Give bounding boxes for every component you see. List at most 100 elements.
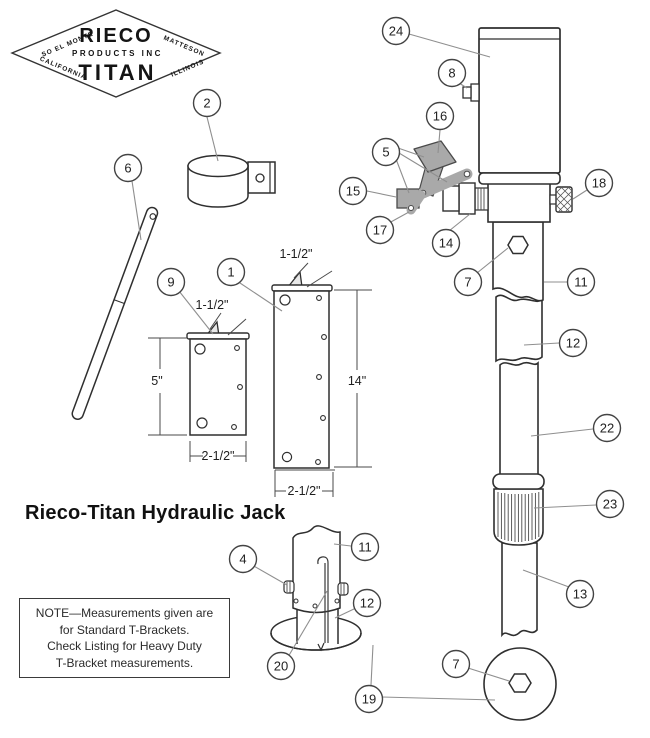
- part-outer-tube-bottom: [292, 525, 341, 614]
- callout-22: 22: [592, 413, 622, 443]
- svg-text:7: 7: [452, 657, 459, 672]
- dim-small-bracket-width: [189, 441, 247, 462]
- callout-4: 4: [228, 544, 258, 574]
- callout-12-lower: 12: [352, 588, 382, 618]
- callout-20: 20: [266, 651, 296, 681]
- svg-text:16: 16: [433, 109, 447, 124]
- hex-bolt-foot: [508, 673, 532, 693]
- callout-17: 17: [365, 215, 395, 245]
- callout-9: 9: [156, 267, 186, 297]
- callout-24: 24: [381, 16, 411, 46]
- leader-lines: [131, 33, 597, 701]
- part-clamp: [187, 154, 276, 208]
- callout-7-upper: 7: [453, 267, 483, 297]
- note-line-2: for Standard T-Brackets.: [59, 622, 190, 637]
- dim-large-bracket-height: [334, 289, 372, 468]
- dim-label-small-width: 2-1/2": [202, 449, 235, 463]
- svg-text:15: 15: [346, 184, 360, 199]
- rieco-titan-logo: RIECO PRODUCTS INC TITAN SO EL MONTE CAL…: [10, 5, 225, 105]
- dim-label-small-height: 5": [151, 374, 162, 388]
- sand-pad-notch: [317, 642, 325, 652]
- callout-8: 8: [437, 58, 467, 88]
- dim-small-bracket-height: [148, 337, 187, 436]
- logo-brand-rieco: RIECO: [79, 25, 153, 47]
- valve-nut: [458, 182, 476, 215]
- part-thumb-screw-left: [283, 580, 295, 594]
- part-foot-collar: [493, 488, 544, 546]
- svg-text:4: 4: [239, 552, 246, 567]
- part-foot-collar-lip: [492, 473, 545, 490]
- callout-19: 19: [354, 684, 384, 714]
- svg-text:18: 18: [592, 176, 606, 191]
- svg-text:1: 1: [227, 265, 234, 280]
- part-large-bracket: [271, 270, 333, 469]
- callout-11-upper: 11: [566, 267, 596, 297]
- svg-text:11: 11: [574, 275, 588, 290]
- logo-products-inc: PRODUCTS INC: [72, 49, 163, 58]
- callout-12-upper: 12: [558, 328, 588, 358]
- callout-11-lower: 11: [350, 532, 380, 562]
- note-box: NOTE—Measurements given are for Standard…: [19, 598, 230, 678]
- part-small-bracket: [186, 320, 250, 436]
- svg-text:11: 11: [358, 540, 372, 555]
- part-ram-shaft: [501, 542, 538, 638]
- callout-16: 16: [425, 101, 455, 131]
- svg-text:5: 5: [382, 145, 389, 160]
- svg-text:20: 20: [274, 659, 288, 674]
- dim-label-small-flange: 1-1/2": [196, 298, 229, 312]
- valve-coupler: [442, 185, 460, 212]
- callout-7-lower: 7: [441, 649, 471, 679]
- part-reservoir-cylinder: [478, 27, 561, 185]
- callout-6: 6: [113, 153, 143, 183]
- callouts: 1 2 4 5 6 7 7 8 9 11 11 12 12 13 14 15 1…: [113, 16, 625, 714]
- knurl-hatch: [555, 186, 573, 213]
- dim-label-large-flange: 1-1/2": [280, 247, 313, 261]
- svg-text:24: 24: [389, 24, 403, 39]
- svg-text:7: 7: [464, 275, 471, 290]
- callout-1: 1: [216, 257, 246, 287]
- part-thumb-screw-right: [337, 582, 349, 596]
- part-bleed-knob: [549, 186, 573, 213]
- part-outer-tube-upper: [492, 221, 544, 302]
- thread-section: [474, 187, 489, 211]
- note-line-3: Check Listing for Heavy Duty: [47, 639, 202, 654]
- page-title: Rieco-Titan Hydraulic Jack: [25, 502, 286, 524]
- svg-text:8: 8: [448, 66, 455, 81]
- logo-diamond: [10, 9, 222, 98]
- callout-13: 13: [565, 579, 595, 609]
- svg-text:23: 23: [603, 497, 617, 512]
- svg-text:12: 12: [566, 336, 580, 351]
- sand-pad-front-edge: [270, 632, 362, 651]
- part-valve-body: [442, 182, 551, 223]
- callout-5: 5: [371, 137, 401, 167]
- hex-bolt-upper: [507, 235, 529, 255]
- dim-large-bracket-width: [274, 469, 335, 497]
- callout-23: 23: [595, 489, 625, 519]
- part-ram-tube: [499, 361, 539, 481]
- svg-text:9: 9: [167, 275, 174, 290]
- svg-text:2: 2: [203, 96, 210, 111]
- part-lever-link: [406, 190, 426, 215]
- logo-brand-titan: TITAN: [78, 60, 157, 85]
- collar-ribs: [497, 492, 540, 542]
- svg-text:6: 6: [124, 161, 131, 176]
- svg-text:22: 22: [600, 421, 614, 436]
- note-line-4: T-Bracket measurements.: [55, 655, 194, 670]
- note-line-1: NOTE—Measurements given are: [35, 606, 214, 620]
- callout-15: 15: [338, 176, 368, 206]
- dim-small-bracket-flange: [209, 312, 247, 336]
- dim-label-large-height: 14": [348, 374, 366, 388]
- callout-18: 18: [584, 168, 614, 198]
- svg-text:12: 12: [360, 596, 374, 611]
- part-release-knob: [413, 140, 457, 173]
- callout-14: 14: [431, 228, 461, 258]
- callout-2: 2: [192, 88, 222, 118]
- part-fill-plug: [462, 83, 480, 102]
- svg-text:14: 14: [439, 236, 453, 251]
- part-handle-rod: [71, 206, 159, 420]
- svg-text:17: 17: [373, 223, 387, 238]
- part-drop-pin: [317, 556, 329, 643]
- dim-label-large-width: 2-1/2": [288, 484, 321, 498]
